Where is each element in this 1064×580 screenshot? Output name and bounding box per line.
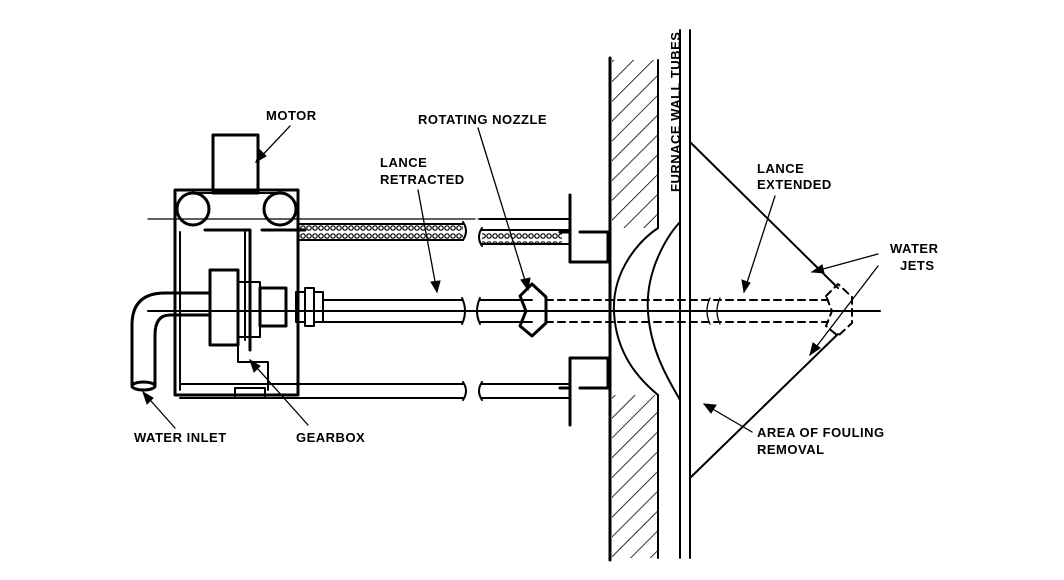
lance-retracted bbox=[147, 297, 881, 325]
lance-extended bbox=[545, 283, 853, 337]
leader-lines bbox=[142, 125, 879, 433]
furnace-wall bbox=[608, 56, 659, 562]
fouling-removal-label-line2: REMOVAL bbox=[757, 442, 825, 457]
refractory-wall-top bbox=[612, 60, 658, 228]
packing-gland bbox=[258, 286, 324, 328]
fouling-removal-label-line1: AREA OF FOULING bbox=[757, 425, 885, 440]
lance-retracted-label-line2: RETRACTED bbox=[380, 172, 465, 187]
top-rail bbox=[147, 218, 571, 247]
water-inlet-label: WATER INLET bbox=[134, 430, 227, 445]
lance-extended-label-line2: EXTENDED bbox=[757, 177, 832, 192]
lance-extended-label-line1: LANCE bbox=[757, 161, 805, 176]
water-inlet-pipe bbox=[130, 291, 212, 392]
gearbox-label: GEARBOX bbox=[296, 430, 366, 445]
wall-box bbox=[558, 193, 610, 427]
water-jets-label-line2: JETS bbox=[900, 258, 935, 273]
water-jets bbox=[689, 141, 839, 479]
refractory-wall-bottom bbox=[612, 395, 658, 558]
motor-label: MOTOR bbox=[266, 108, 317, 123]
lance-retracted-label-line1: LANCE bbox=[380, 155, 428, 170]
rotating-nozzle-label: ROTATING NOZZLE bbox=[418, 112, 548, 127]
carriage-rollers bbox=[175, 191, 298, 227]
rotating-nozzle bbox=[518, 282, 548, 338]
bottom-rail bbox=[179, 381, 571, 401]
motor bbox=[189, 133, 286, 195]
water-jets-label-line1: WATER bbox=[890, 241, 939, 256]
furnace-wall-tubes-label: FURNACE WALL TUBES bbox=[668, 31, 683, 192]
